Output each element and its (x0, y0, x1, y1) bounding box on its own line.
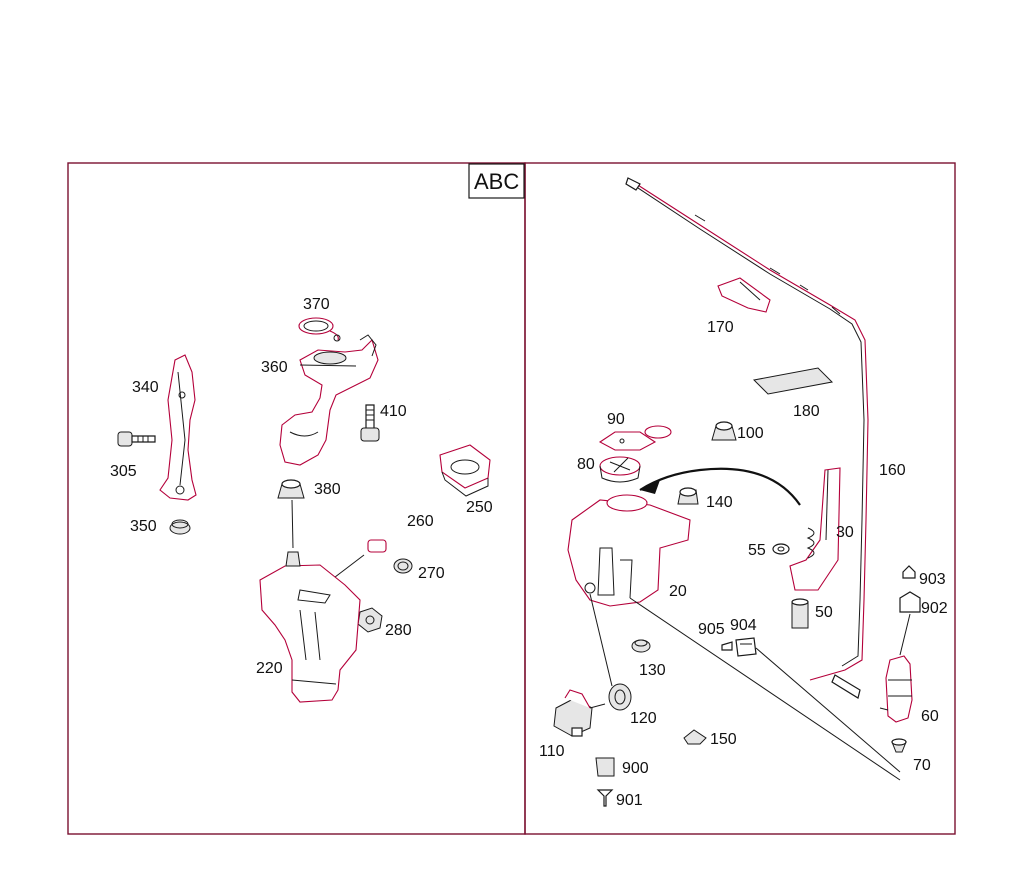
label-180: 180 (793, 403, 820, 420)
leader-904 (755, 647, 901, 773)
direction-arrow (639, 467, 801, 506)
label-130: 130 (639, 662, 666, 679)
leader-70 (629, 597, 901, 781)
label-170: 170 (707, 319, 734, 336)
part-80-cap (599, 456, 641, 483)
label-900: 900 (622, 760, 649, 777)
part-70-grommet (891, 738, 907, 753)
label-20: 20 (669, 583, 687, 600)
label-50: 50 (815, 604, 833, 621)
part-360-upper-tank (279, 334, 379, 466)
leader-380 (291, 499, 294, 549)
label-150: 150 (710, 731, 737, 748)
leader-120 (589, 593, 613, 687)
label-90: 90 (607, 411, 625, 428)
label-305: 305 (110, 463, 137, 480)
part-350-grommet (169, 519, 191, 535)
part-180-pad (752, 367, 834, 395)
label-70: 70 (913, 757, 931, 774)
label-280: 280 (385, 622, 412, 639)
part-280-nut (357, 607, 383, 633)
part-370-seal (298, 317, 341, 342)
part-380-grommet (277, 479, 305, 499)
part-130-grommet (631, 639, 651, 653)
label-904: 904 (730, 617, 757, 634)
label-55: 55 (748, 542, 766, 559)
abc-box (468, 163, 525, 199)
part-120-grommet (608, 683, 632, 711)
label-902: 902 (921, 600, 948, 617)
label-905: 905 (698, 621, 725, 638)
part-260-hose (367, 398, 451, 553)
part-50-sleeve (791, 598, 809, 629)
abc-label: ABC (474, 169, 519, 194)
label-80: 80 (577, 456, 595, 473)
part-30-bracket (789, 467, 841, 591)
label-120: 120 (630, 710, 657, 727)
part-410-bolt (360, 404, 380, 442)
label-250: 250 (466, 499, 493, 516)
part-901-pin (596, 789, 614, 807)
part-340-bracket (159, 354, 197, 501)
label-160: 160 (879, 462, 906, 479)
label-260: 260 (407, 513, 434, 530)
label-380: 380 (314, 481, 341, 498)
label-220: 220 (256, 660, 283, 677)
left-labels: 370 360 340 410 305 380 250 260 350 270 … (110, 296, 493, 677)
label-901: 901 (616, 792, 643, 809)
part-55-washer (772, 543, 790, 555)
label-100: 100 (737, 425, 764, 442)
part-60-pump (879, 655, 913, 723)
part-220-lower-tank (259, 551, 361, 703)
right-labels: 170 180 90 100 160 80 140 30 55 20 50 90… (539, 319, 948, 809)
right-panel-frame (524, 162, 956, 835)
part-90-seal (598, 425, 672, 451)
label-903: 903 (919, 571, 946, 588)
label-60: 60 (921, 708, 939, 725)
part-110-level-sensor (553, 689, 606, 737)
part-900-connector (595, 757, 615, 777)
label-370: 370 (303, 296, 330, 313)
label-350: 350 (130, 518, 157, 535)
part-100-plug (711, 421, 737, 441)
part-305-bolt (117, 431, 156, 447)
label-140: 140 (706, 494, 733, 511)
part-902-connector (899, 591, 921, 613)
part-170-clip (717, 277, 771, 313)
part-160-hose (625, 177, 869, 699)
part-20-reservoir (567, 494, 691, 607)
part-904-connector (735, 637, 757, 657)
part-150-plug (683, 729, 707, 745)
label-340: 340 (132, 379, 159, 396)
leader-902 (899, 613, 911, 656)
part-270-clamp (393, 558, 413, 574)
label-30: 30 (836, 524, 854, 541)
label-360: 360 (261, 359, 288, 376)
part-250-filter (439, 444, 491, 497)
part-903-pin (902, 565, 916, 579)
part-140-grommet (677, 487, 699, 505)
label-270: 270 (418, 565, 445, 582)
label-410: 410 (380, 403, 407, 420)
part-905-plug (721, 641, 733, 651)
label-110: 110 (539, 743, 565, 760)
